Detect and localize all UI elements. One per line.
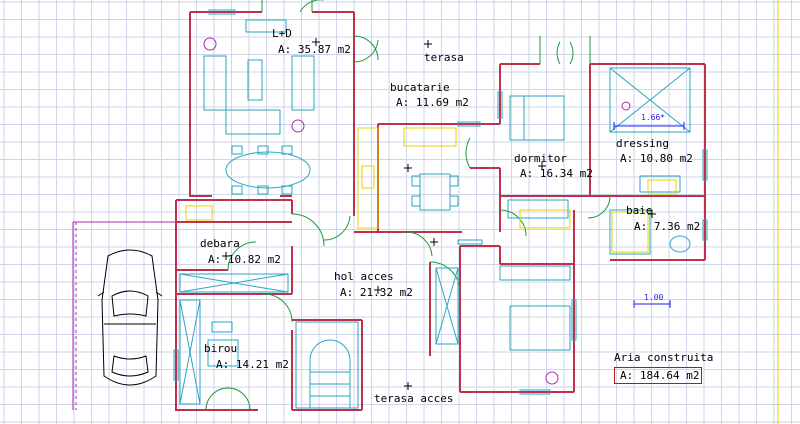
room-name-bedroom: dormitor bbox=[514, 152, 567, 165]
terrace-label-top: terasa bbox=[424, 51, 464, 64]
room-name-office: birou bbox=[204, 342, 238, 355]
built-area-value: A: 184.64 m2 bbox=[620, 369, 700, 382]
room-name-entrance-hall: hol acces bbox=[334, 270, 394, 283]
built-area-label: Aria construita bbox=[614, 351, 714, 364]
dimension-scale-bar: 1.00 bbox=[644, 293, 664, 302]
built-area-box bbox=[614, 367, 702, 384]
car-icon bbox=[97, 249, 163, 386]
doors bbox=[205, 0, 611, 411]
furniture bbox=[179, 19, 691, 409]
plants bbox=[203, 37, 631, 385]
room-area-bedroom: A: 16.34 m2 bbox=[520, 167, 593, 180]
room-area-living-dining: A: 35.87 m2 bbox=[278, 43, 351, 56]
room-area-bathroom: A: 7.36 m2 bbox=[634, 220, 701, 233]
room-markers bbox=[222, 38, 656, 390]
room-area-kitchen: A: 11.69 m2 bbox=[396, 96, 469, 109]
terrace-label-entrance: terasa acces bbox=[374, 392, 454, 405]
room-area-dressing: A: 10.80 m2 bbox=[620, 152, 693, 165]
room-name-bathroom: baie bbox=[626, 204, 653, 217]
room-area-entrance-hall: A: 21.32 m2 bbox=[340, 286, 413, 299]
room-area-storage: A: 10.82 m2 bbox=[208, 253, 281, 266]
walls bbox=[175, 11, 706, 411]
room-name-dressing: dressing bbox=[616, 137, 669, 150]
dimension-lines bbox=[613, 122, 685, 308]
kitchen-counter bbox=[185, 127, 677, 253]
carport bbox=[72, 221, 176, 410]
dimension-dressing: 1.66* bbox=[641, 113, 666, 122]
room-name-storage: debara bbox=[200, 237, 240, 250]
room-name-living-dining: L+D bbox=[272, 27, 292, 40]
room-name-kitchen: bucatarie bbox=[390, 81, 450, 94]
windows bbox=[173, 9, 708, 395]
room-area-office: A: 14.21 m2 bbox=[216, 358, 289, 371]
